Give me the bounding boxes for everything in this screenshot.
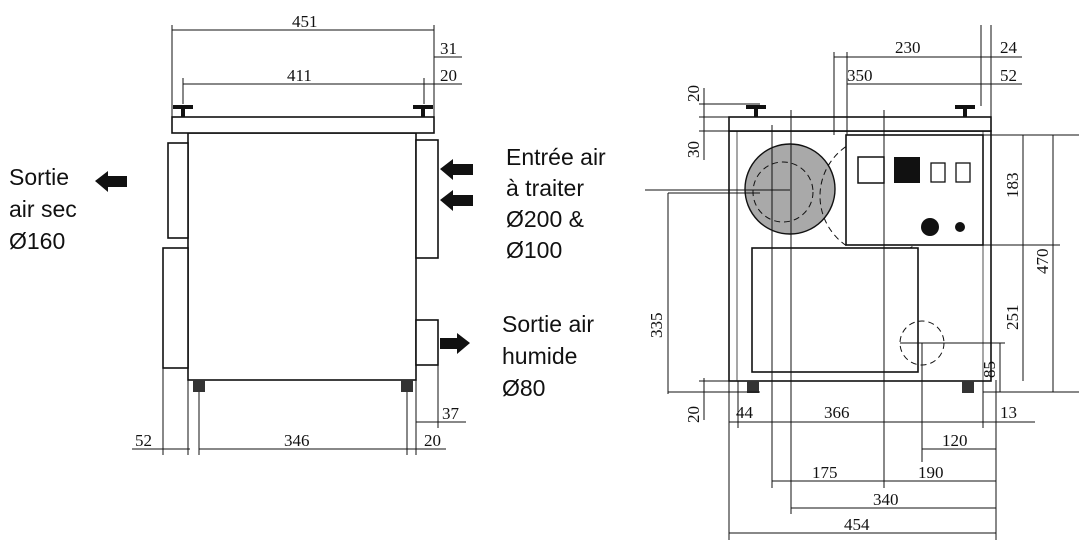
- knob-icon: [921, 218, 939, 236]
- left-duct-upper: [167, 142, 189, 239]
- label-entree-4: Ø100: [506, 237, 562, 263]
- left-duct-lower: [162, 247, 189, 369]
- indicator-icon: [955, 222, 965, 232]
- switch-2-icon: [955, 162, 971, 183]
- foot-left-1: [193, 380, 205, 392]
- label-entree-2: à traiter: [506, 175, 584, 201]
- label-sortie-air-sec-3: Ø160: [9, 228, 65, 254]
- dim-340: 340: [873, 490, 899, 509]
- dim-251: 251: [1003, 305, 1022, 331]
- dim-350: 350: [847, 66, 873, 85]
- fan-inner-dashed: [752, 161, 814, 223]
- handle-left-1: [173, 105, 193, 117]
- dim-37: 37: [442, 404, 460, 423]
- right-front-view: 230 24 350 52 20 30 335 20 183 251 470 8…: [645, 25, 1079, 540]
- dim-44: 44: [736, 403, 754, 422]
- display-1: [857, 156, 885, 184]
- lower-panel: [751, 247, 919, 373]
- left-side-view: 451 31 411 20 52 346 37 20 Sortie air se…: [9, 12, 606, 455]
- foot-left-2: [401, 380, 413, 392]
- dim-470: 470: [1033, 249, 1052, 275]
- right-inlet-panel: [415, 139, 439, 259]
- dim-20-top: 20: [440, 66, 457, 85]
- dim-13: 13: [1000, 403, 1017, 422]
- right-outlet-panel: [415, 319, 439, 366]
- dim-52-left: 52: [135, 431, 152, 450]
- top-plate-right: [728, 116, 992, 132]
- arrow-in-1-icon: [440, 159, 473, 180]
- handle-left-2: [413, 105, 433, 117]
- handle-right-1: [746, 105, 766, 117]
- dim-24: 24: [1000, 38, 1018, 57]
- label-sortie-air-sec-1: Sortie: [9, 164, 69, 190]
- arrow-out-wet-icon: [440, 333, 470, 354]
- label-entree-1: Entrée air: [506, 144, 606, 170]
- dim-85: 85: [980, 361, 999, 378]
- top-plate-left: [171, 116, 435, 134]
- unit-body-left: [187, 132, 417, 381]
- dim-175: 175: [812, 463, 838, 482]
- dim-31: 31: [440, 39, 457, 58]
- dim-451: 451: [292, 12, 318, 31]
- dim-190: 190: [918, 463, 944, 482]
- label-sortie-air-sec-2: air sec: [9, 196, 77, 222]
- dim-120: 120: [942, 431, 968, 450]
- dim-52-right: 52: [1000, 66, 1017, 85]
- foot-right-1: [747, 381, 759, 393]
- dim-335: 335: [647, 313, 666, 339]
- dim-366: 366: [824, 403, 850, 422]
- label-sortie-humide-2: humide: [502, 343, 577, 369]
- arrow-out-dry-icon: [95, 171, 127, 192]
- dim-454: 454: [844, 515, 870, 534]
- foot-right-2: [962, 381, 974, 393]
- dim-20-bottom-right: 20: [684, 406, 703, 423]
- handle-right-2: [955, 105, 975, 117]
- dim-346: 346: [284, 431, 310, 450]
- dim-30: 30: [684, 141, 703, 158]
- label-entree-3: Ø200 &: [506, 206, 584, 232]
- dim-20-bottom: 20: [424, 431, 441, 450]
- dim-20-top-right: 20: [684, 85, 703, 102]
- arrow-in-2-icon: [440, 190, 473, 211]
- switch-1-icon: [930, 162, 946, 183]
- label-sortie-humide-3: Ø80: [502, 375, 545, 401]
- display-2: [894, 157, 920, 183]
- dim-230: 230: [895, 38, 921, 57]
- label-sortie-humide-1: Sortie air: [502, 311, 594, 337]
- dim-183: 183: [1003, 173, 1022, 199]
- dim-411: 411: [287, 66, 312, 85]
- fan-circle: [744, 143, 836, 235]
